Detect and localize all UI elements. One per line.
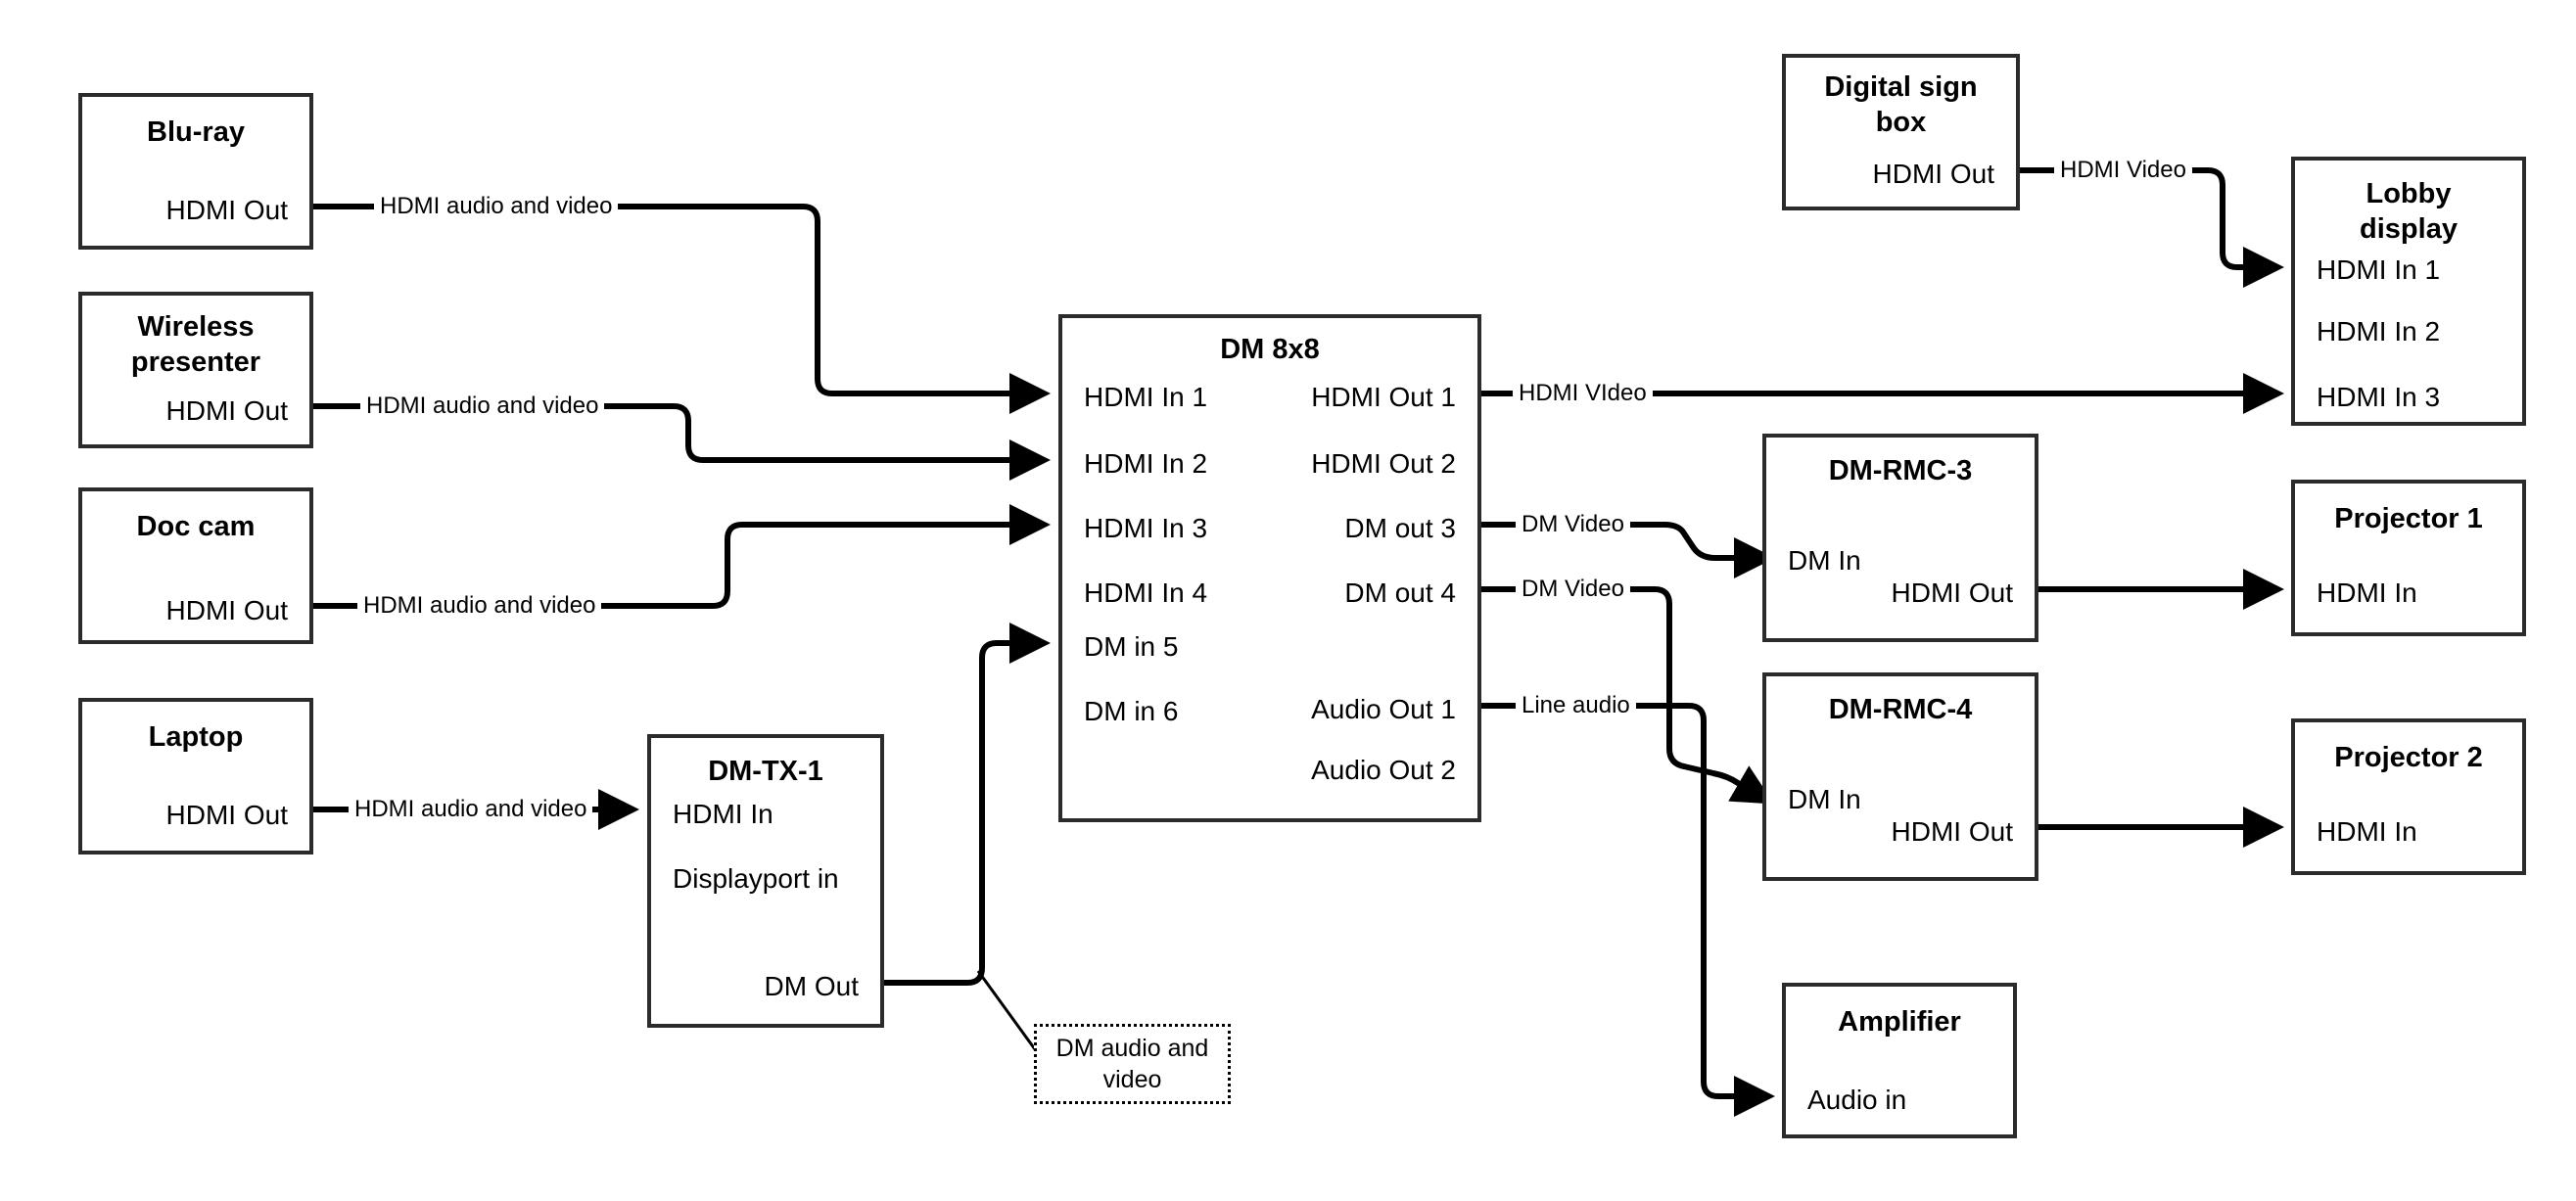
port-lobby-display-hdmi-in-1[interactable]: HDMI In 1 — [2317, 254, 2441, 285]
port-projector-2-hdmi-in[interactable]: HDMI In — [2317, 816, 2417, 847]
port-dm-8x8-hdmi-out-1[interactable]: HDMI Out 1 — [1311, 382, 1456, 412]
port-dm-8x8-dm-in-5[interactable]: DM in 5 — [1084, 631, 1179, 662]
node-projector-2[interactable]: Projector 2 HDMI In — [2291, 718, 2526, 875]
node-doc-cam[interactable]: Doc cam HDMI Out — [78, 487, 313, 644]
port-dm-rmc-4-dm-in[interactable]: DM In — [1788, 784, 1861, 814]
wire-label-digitalsign-to-lobby: HDMI Video — [2054, 157, 2192, 184]
port-dm-8x8-audio-out-1[interactable]: Audio Out 1 — [1311, 694, 1456, 724]
node-amplifier[interactable]: Amplifier Audio in — [1782, 983, 2017, 1138]
node-dm-rmc-4-title: DM-RMC-4 — [1828, 694, 1973, 725]
port-dm-8x8-hdmi-in-3[interactable]: HDMI In 3 — [1084, 513, 1208, 543]
port-dm-tx-1-hdmi-in[interactable]: HDMI In — [673, 799, 773, 829]
port-dm-rmc-3-dm-in[interactable]: DM In — [1788, 545, 1861, 576]
wire-label-wireless-to-dm8x8: HDMI audio and video — [360, 393, 605, 420]
node-dm-tx-1[interactable]: DM-TX-1 HDMI In Displayport in DM Out — [647, 734, 884, 1028]
callout-dm-audio-and-video: DM audio and video — [1034, 1024, 1231, 1104]
port-dm-8x8-hdmi-in-4[interactable]: HDMI In 4 — [1084, 577, 1208, 608]
wire-dmtx1-to-dm8x8 — [884, 623, 1051, 986]
node-dm-rmc-3-title: DM-RMC-3 — [1828, 455, 1973, 486]
node-digital-sign-box-title: Digital sign box — [1824, 71, 1978, 138]
port-dm-8x8-audio-out-2[interactable]: Audio Out 2 — [1311, 755, 1456, 785]
node-lobby-display-title: Lobby display — [2360, 178, 2458, 245]
port-dm-tx-1-dm-out[interactable]: DM Out — [764, 971, 859, 1001]
node-lobby-display[interactable]: Lobby display HDMI In 1 HDMI In 2 HDMI I… — [2291, 157, 2526, 426]
node-dm-tx-1-title: DM-TX-1 — [708, 756, 823, 787]
port-laptop-hdmi-out[interactable]: HDMI Out — [165, 800, 288, 830]
node-dm-rmc-4[interactable]: DM-RMC-4 DM In HDMI Out — [1762, 672, 2038, 881]
port-amplifier-audio-in[interactable]: Audio in — [1807, 1085, 1907, 1115]
node-doc-cam-title: Doc cam — [136, 511, 256, 542]
node-bluray[interactable]: Blu-ray HDMI Out — [78, 93, 313, 250]
wire-label-dm8x8-hdmiout1-to-lobby: HDMI VIdeo — [1513, 380, 1653, 407]
port-dm-8x8-dm-out-3[interactable]: DM out 3 — [1344, 513, 1456, 543]
wire-label-dm8x8-audioout1-to-amplifier: Line audio — [1516, 692, 1636, 719]
port-dm-8x8-hdmi-out-2[interactable]: HDMI Out 2 — [1311, 448, 1456, 479]
node-dm-rmc-3[interactable]: DM-RMC-3 DM In HDMI Out — [1762, 434, 2038, 642]
node-digital-sign-box[interactable]: Digital sign box HDMI Out — [1782, 54, 2020, 210]
port-dm-tx-1-displayport-in[interactable]: Displayport in — [673, 863, 839, 894]
wire-label-laptop-to-dmtx1: HDMI audio and video — [349, 796, 593, 823]
node-bluray-title: Blu-ray — [147, 116, 245, 148]
node-projector-1-title: Projector 1 — [2334, 503, 2483, 534]
node-laptop[interactable]: Laptop HDMI Out — [78, 698, 313, 855]
port-bluray-hdmi-out[interactable]: HDMI Out — [165, 195, 288, 225]
port-wireless-presenter-hdmi-out[interactable]: HDMI Out — [165, 395, 288, 426]
port-projector-1-hdmi-in[interactable]: HDMI In — [2317, 577, 2417, 608]
port-dm-8x8-dm-out-4[interactable]: DM out 4 — [1344, 577, 1456, 608]
port-lobby-display-hdmi-in-3[interactable]: HDMI In 3 — [2317, 382, 2441, 412]
port-dm-8x8-hdmi-in-1[interactable]: HDMI In 1 — [1084, 382, 1208, 412]
port-dm-rmc-4-hdmi-out[interactable]: HDMI Out — [1891, 816, 2013, 847]
port-doc-cam-hdmi-out[interactable]: HDMI Out — [165, 595, 288, 625]
wire-label-bluray-to-dm8x8: HDMI audio and video — [374, 193, 619, 220]
node-dm-8x8-title: DM 8x8 — [1220, 334, 1320, 365]
node-projector-2-title: Projector 2 — [2334, 742, 2483, 773]
wire-label-dm8x8-dmout3-to-rmc3: DM Video — [1516, 511, 1630, 538]
node-dm-8x8[interactable]: DM 8x8 HDMI In 1 HDMI In 2 HDMI In 3 HDM… — [1058, 314, 1481, 822]
node-laptop-title: Laptop — [148, 721, 244, 753]
wire-digitalsign-to-lobby — [2020, 167, 2284, 288]
wire-dm8x8-audioout1-to-amplifier — [1481, 703, 1775, 1117]
port-dm-8x8-dm-in-6[interactable]: DM in 6 — [1084, 696, 1179, 726]
wire-label-dm8x8-dmout4-to-rmc4: DM Video — [1516, 576, 1630, 603]
port-dm-8x8-hdmi-in-2[interactable]: HDMI In 2 — [1084, 448, 1208, 479]
wire-bluray-to-dm8x8 — [313, 204, 1051, 414]
wire-label-doccam-to-dm8x8: HDMI audio and video — [357, 592, 602, 620]
callout-leader-line — [976, 970, 1037, 1050]
port-dm-rmc-3-hdmi-out[interactable]: HDMI Out — [1891, 577, 2013, 608]
port-digital-sign-box-hdmi-out[interactable]: HDMI Out — [1872, 159, 1994, 189]
node-projector-1[interactable]: Projector 1 HDMI In — [2291, 480, 2526, 636]
node-wireless-presenter-title: Wireless presenter — [130, 311, 261, 378]
node-amplifier-title: Amplifier — [1838, 1006, 1961, 1038]
port-lobby-display-hdmi-in-2[interactable]: HDMI In 2 — [2317, 316, 2441, 346]
node-wireless-presenter[interactable]: Wireless presenter HDMI Out — [78, 292, 313, 448]
